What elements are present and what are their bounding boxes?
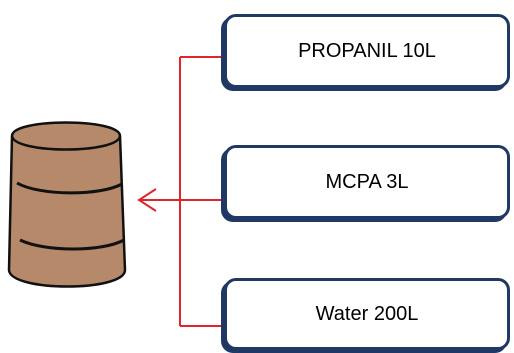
ingredient-label: PROPANIL 10L: [298, 39, 436, 62]
barrel-icon: [7, 121, 127, 288]
ingredient-label: Water 200L: [315, 302, 419, 325]
ingredient-box-water: Water 200L: [224, 278, 510, 350]
arrow-left-icon: [137, 188, 157, 212]
connector-lines: [140, 56, 226, 327]
ingredient-label: MCPA 3L: [325, 170, 409, 193]
ingredient-box-propanil: PROPANIL 10L: [224, 14, 510, 88]
ingredient-box-mcpa: MCPA 3L: [224, 145, 510, 219]
